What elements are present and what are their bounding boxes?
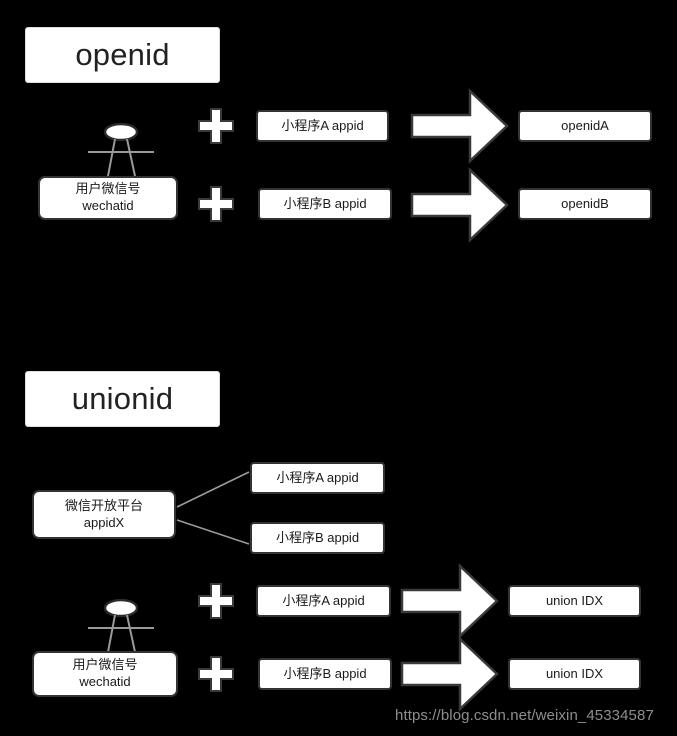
platform-node: 微信开放平台 appidX bbox=[32, 490, 176, 539]
platform-node-line2: appidX bbox=[83, 514, 125, 530]
arrow-right-icon bbox=[400, 563, 500, 639]
result-node-label: union IDX bbox=[545, 592, 604, 608]
user-wechat-id-node: 用户微信号 wechatid bbox=[32, 651, 178, 697]
appid-node-label: 小程序A appid bbox=[282, 592, 365, 608]
result-node-label: openidB bbox=[561, 195, 609, 211]
platform-child-appid-node: 小程序A appid bbox=[250, 462, 385, 494]
appid-node-label: 小程序A appid bbox=[281, 117, 364, 133]
user-node-line1: 用户微信号 bbox=[72, 657, 138, 673]
result-node: openidA bbox=[518, 110, 652, 142]
section-title-text: unionid bbox=[71, 381, 174, 417]
plus-icon bbox=[196, 184, 236, 224]
platform-child-appid-label: 小程序B appid bbox=[275, 529, 360, 545]
result-node: openidB bbox=[518, 188, 652, 220]
result-node: union IDX bbox=[508, 658, 641, 690]
platform-node-line1: 微信开放平台 bbox=[64, 497, 143, 513]
section-title-unionid: unionid bbox=[25, 371, 220, 427]
user-node-line2: wechatid bbox=[79, 674, 131, 689]
section-title-openid: openid bbox=[25, 27, 220, 83]
platform-child-appid-label: 小程序A appid bbox=[276, 469, 359, 485]
user-node-line1: 用户微信号 bbox=[75, 181, 141, 197]
appid-node: 小程序A appid bbox=[256, 110, 389, 142]
user-wechat-id-node: 用户微信号 wechatid bbox=[38, 176, 178, 220]
plus-icon bbox=[196, 106, 236, 146]
section-title-text: openid bbox=[75, 37, 170, 73]
appid-node-label: 小程序B appid bbox=[283, 665, 367, 681]
platform-child-appid-node: 小程序B appid bbox=[250, 522, 385, 554]
result-node: union IDX bbox=[508, 585, 641, 617]
arrow-right-icon bbox=[400, 636, 500, 712]
user-actor-icon bbox=[78, 122, 164, 179]
user-actor-icon bbox=[78, 598, 164, 655]
watermark-text: https://blog.csdn.net/weixin_45334587 bbox=[395, 707, 654, 724]
appid-node: 小程序B appid bbox=[258, 188, 392, 220]
appid-node: 小程序B appid bbox=[258, 658, 392, 690]
plus-icon bbox=[196, 581, 236, 621]
result-node-label: openidA bbox=[561, 117, 609, 133]
plus-icon bbox=[196, 654, 236, 694]
appid-node: 小程序A appid bbox=[256, 585, 391, 617]
arrow-right-icon bbox=[410, 88, 510, 164]
arrow-right-icon bbox=[410, 167, 510, 243]
result-node-label: union IDX bbox=[545, 665, 604, 681]
appid-node-label: 小程序B appid bbox=[283, 195, 367, 211]
user-node-line2: wechatid bbox=[82, 198, 134, 213]
